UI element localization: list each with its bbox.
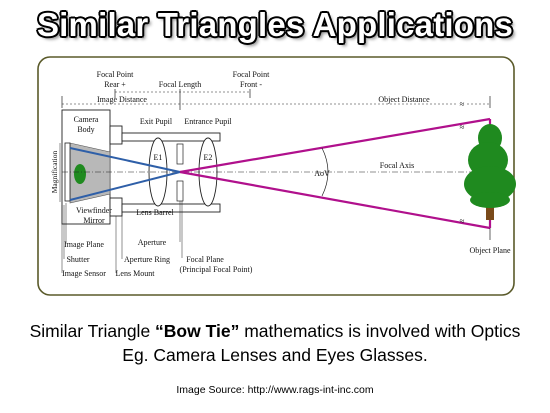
image-sensor-label: Image Sensor: [62, 269, 106, 278]
viewfinder-label-1: Viewfinder: [76, 206, 112, 215]
focal-point-rear-label-2: Rear +: [104, 80, 126, 89]
tree-foliage-low: [464, 166, 516, 202]
image-ray-bottom: [69, 171, 181, 201]
image-distance-label: Image Distance: [97, 95, 147, 104]
image-source-url[interactable]: http://www.rags-int-inc.com: [247, 384, 374, 396]
focal-plane-label-2: (Principal Focal Point): [180, 265, 253, 274]
e2-label: E2: [204, 153, 213, 162]
object-distance-break-bottom: ≈: [460, 216, 465, 226]
camera-body-label-2: Body: [77, 125, 94, 134]
object-plane-label: Object Plane: [469, 246, 511, 255]
slide-title: Similar Triangles Applications: [36, 6, 514, 43]
lens-barrel-label: Lens Barrel: [136, 208, 174, 217]
aperture-ring-label: Aperture Ring: [124, 255, 170, 264]
image-source-label: Image Source:: [176, 384, 245, 396]
focal-plane-label-1: Focal Plane: [186, 255, 224, 264]
aov-arc: [321, 147, 329, 197]
image-source: Image Source: http://www.rags-int-inc.co…: [0, 384, 550, 396]
caption-prefix: Similar Triangle: [29, 321, 156, 341]
caption-emphasis: “Bow Tie”: [155, 321, 240, 341]
caption-line-2: Eg. Camera Lenses and Eyes Glasses.: [122, 345, 428, 365]
exit-pupil-label: Exit Pupil: [140, 117, 173, 126]
image-ray-top: [69, 147, 181, 173]
aperture-lower: [176, 180, 184, 202]
object-ray-bottom: [179, 170, 491, 230]
diagram-frame: [37, 56, 515, 296]
focal-point-front-label-2: Front -: [240, 80, 262, 89]
caption-line-1: Similar Triangle “Bow Tie” mathematics i…: [0, 321, 550, 342]
lens-mount-label: Lens Mount: [116, 269, 156, 278]
entrance-pupil-label: Entrance Pupil: [184, 117, 232, 126]
camera-body-label-1: Camera: [74, 115, 99, 124]
focal-point-rear-label-1: Focal Point: [97, 70, 134, 79]
distance-break-mark: ≈: [460, 99, 465, 109]
tree-object: [464, 124, 516, 220]
aov-label: AoV: [314, 169, 330, 178]
sensor-image-tree: [74, 164, 86, 184]
lens-barrel-top: [121, 132, 221, 142]
object-ray-top: [179, 117, 491, 174]
image-plane-label: Image Plane: [64, 240, 104, 249]
viewfinder-label-2: Mirror: [83, 216, 105, 225]
focal-length-label: Focal Length: [159, 80, 201, 89]
aperture-label: Aperture: [138, 238, 167, 247]
magnification-label: Magnification: [50, 151, 59, 194]
lens-mount-upper: [109, 125, 123, 145]
shutter-label: Shutter: [66, 255, 89, 264]
aperture-upper: [176, 143, 184, 165]
lens-barrel-bottom: [121, 203, 221, 213]
object-distance-break-top: ≈: [460, 122, 465, 132]
e1-label: E1: [154, 153, 163, 162]
tree-foliage-base: [470, 192, 510, 208]
caption-suffix: mathematics is involved with Optics: [239, 321, 521, 341]
focal-point-front-label-1: Focal Point: [233, 70, 270, 79]
focal-axis-label: Focal Axis: [380, 161, 414, 170]
object-distance-label: Object Distance: [378, 95, 430, 104]
